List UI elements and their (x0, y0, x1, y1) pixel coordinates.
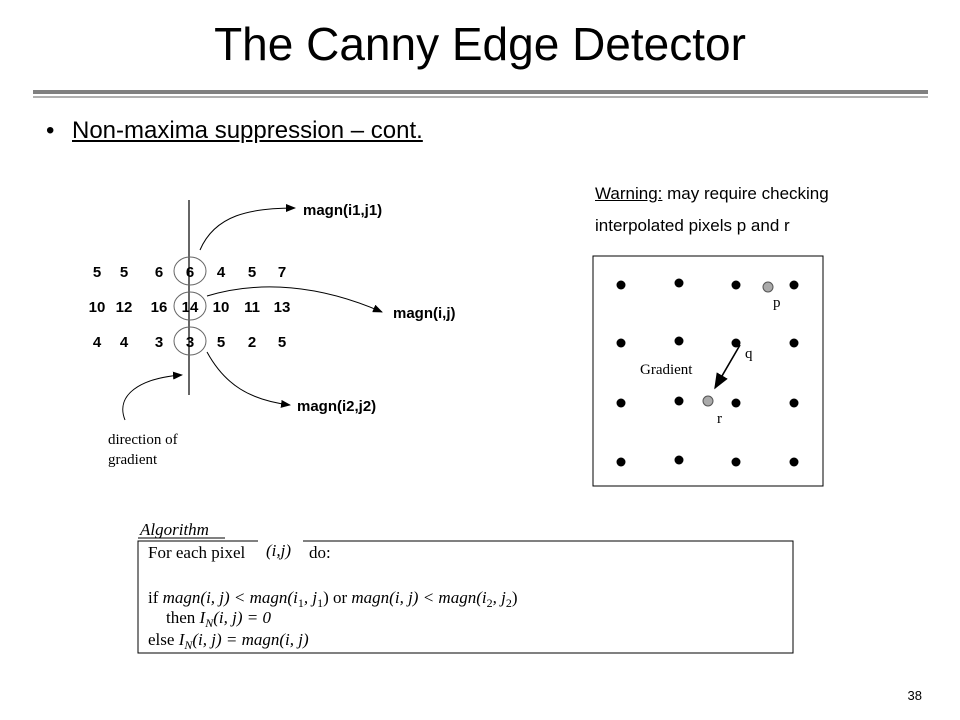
algorithm-heading: Algorithm (139, 520, 209, 539)
bullet-text: Non-maxima suppression – cont. (72, 117, 423, 144)
algorithm-line-foreach: For each pixel (148, 543, 246, 562)
warning-note: Warning: may require checking interpolat… (595, 178, 935, 242)
pixel-dot (616, 280, 626, 290)
pixel-dot (789, 338, 799, 348)
pixel-dot (674, 455, 684, 465)
gradient-arrow (714, 344, 741, 390)
pixel-dot (731, 457, 741, 467)
grid-cell: 16 (151, 299, 168, 316)
label-magn-mid: magn(i,j) (393, 305, 456, 322)
pixel-dot (731, 398, 741, 408)
grid-cell: 10 (89, 299, 106, 316)
pixel-dot (616, 338, 626, 348)
grid-cell: 3 (155, 334, 163, 351)
direction-label-line2: gradient (108, 452, 158, 468)
label-q: q (745, 346, 753, 362)
grid-cell: 4 (120, 334, 129, 351)
direction-label-line1: direction of (108, 432, 178, 448)
label-gradient: Gradient (640, 362, 693, 378)
arrow-bottom (206, 351, 291, 408)
pixel-dot (674, 278, 684, 288)
grid-values: 5 5 6 6 4 5 7 10 12 16 14 10 11 13 4 4 3 3 5 2 5 (89, 264, 291, 351)
warning-text: may require checking (662, 184, 829, 203)
label-magn-bottom: magn(i2,j2) (297, 398, 376, 415)
algorithm-line-do: do: (309, 543, 331, 562)
warning-label: Warning: (595, 184, 663, 203)
pixel-dot (674, 336, 684, 346)
arrow-top (199, 204, 296, 251)
grid-cell: 2 (248, 334, 256, 351)
pixel-dots (616, 278, 799, 467)
grid-cell: 5 (278, 334, 286, 351)
pixel-dot (616, 457, 626, 467)
arrow-direction (122, 371, 183, 421)
grid-cell: 5 (120, 264, 128, 281)
arrow-mid (206, 286, 383, 313)
algorithm-frame (137, 540, 794, 654)
pixel-grid: 5 5 6 6 4 5 7 10 12 16 14 10 11 13 4 4 3 3 5 2 5 magn(i1,j1)… (89, 200, 456, 468)
pixel-dot (789, 398, 799, 408)
page-number: 38 (907, 688, 922, 703)
grid-cell: 6 (186, 264, 194, 281)
grid-cell: 14 (182, 299, 199, 316)
label-r: r (717, 411, 722, 427)
bullet-item: • Non-maxima suppression – cont. (46, 116, 423, 146)
grid-cell: 5 (248, 264, 256, 281)
grid-cell: 4 (93, 334, 102, 351)
pixel-dot (731, 280, 741, 290)
circle-top (173, 256, 207, 286)
interpolated-pixel-p (762, 281, 774, 293)
circle-mid (173, 291, 207, 321)
grid-cell: 3 (186, 334, 194, 351)
interpolated-pixel-r (702, 395, 714, 407)
title-divider (33, 90, 928, 94)
algorithm-line-else: else IN(i, j) = magn(i, j) (148, 630, 309, 652)
grid-cell: 13 (274, 299, 291, 316)
algorithm-line-then: then IN(i, j) = 0 (166, 608, 271, 630)
grid-cell: 10 (213, 299, 230, 316)
title-divider-secondary (33, 96, 928, 98)
slide-title: The Canny Edge Detector (214, 18, 746, 70)
interpolation-frame (592, 255, 824, 487)
label-magn-top: magn(i1,j1) (303, 202, 382, 219)
pixel-dot (731, 338, 741, 348)
algorithm-line-if: if magn(i, j) < magn(i1, j1) or magn(i, … (148, 588, 518, 610)
algorithm-pixel-label: (i,j) (266, 541, 291, 560)
pixel-dot (674, 396, 684, 406)
grid-cell: 5 (93, 264, 101, 281)
pixel-label-mask (258, 536, 303, 564)
grid-cell: 11 (244, 299, 260, 316)
bullet-dot: • (46, 117, 55, 144)
grid-cell: 6 (155, 264, 163, 281)
grid-cell: 5 (217, 334, 225, 351)
label-p: p (773, 295, 781, 311)
pixel-dot (789, 457, 799, 467)
algorithm-box: Algorithm For each pixel (i,j) do: if ma… (137, 520, 794, 654)
interpolation-figure: p q Gradient r (592, 255, 824, 487)
pixel-dot (789, 280, 799, 290)
circle-bottom (173, 326, 207, 356)
warning-text-line2: interpolated pixels p and r (595, 216, 790, 235)
grid-cell: 4 (217, 264, 226, 281)
grid-cell: 12 (116, 299, 133, 316)
pixel-dot (616, 398, 626, 408)
grid-cell: 7 (278, 264, 286, 281)
